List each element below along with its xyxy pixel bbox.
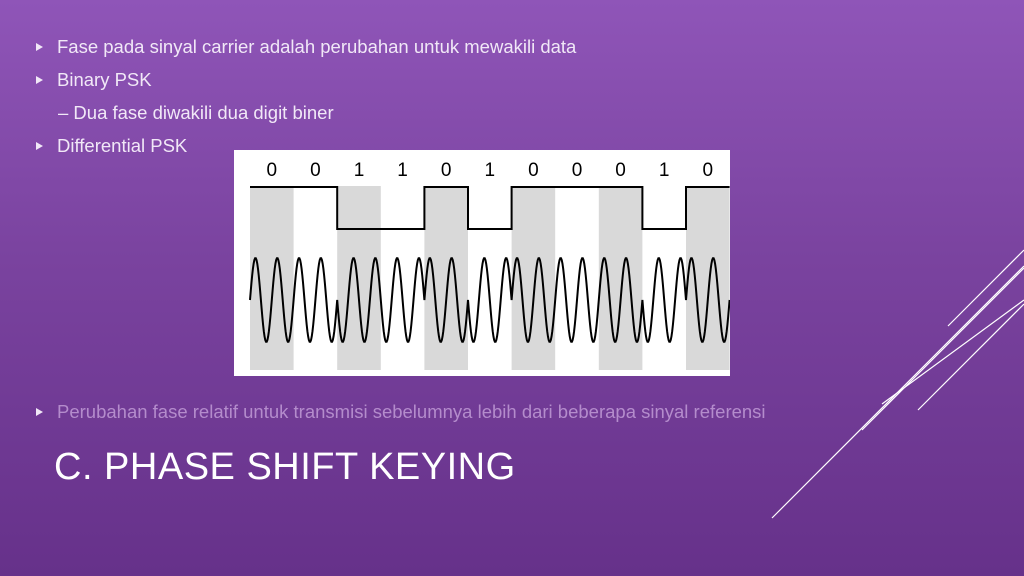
- bullet-arrow-icon: [36, 142, 43, 150]
- bullet-text: – Dua fase diwakili dua digit biner: [58, 102, 334, 123]
- bullet-text: Perubahan fase relatif untuk transmisi s…: [57, 401, 766, 422]
- bullet-arrow-icon: [36, 76, 43, 84]
- psk-figure: 0 0 1 1 0 1 0 0 0 1 0: [234, 150, 730, 376]
- bullet-item: Binary PSK: [36, 69, 152, 91]
- psk-waveform-diagram: 0 0 1 1 0 1 0 0 0 1 0: [249, 160, 730, 370]
- sub-bullet-item: – Dua fase diwakili dua digit biner: [58, 102, 334, 124]
- bit-label: 0: [528, 160, 539, 181]
- digital-signal: [250, 186, 730, 230]
- bit-label: 1: [659, 160, 670, 181]
- bit-label: 0: [267, 160, 278, 181]
- bit-label: 1: [397, 160, 408, 181]
- decor-line: [861, 267, 1024, 431]
- psk-carrier-wave: [249, 257, 730, 343]
- bit-label: 0: [310, 160, 321, 181]
- bullet-item: Perubahan fase relatif untuk transmisi s…: [36, 401, 766, 423]
- bullet-text: Fase pada sinyal carrier adalah perubaha…: [57, 36, 577, 57]
- bit-label: 0: [441, 160, 452, 181]
- bit-label: 0: [615, 160, 626, 181]
- bullet-text: Differential PSK: [57, 135, 188, 156]
- decor-line: [947, 249, 1024, 327]
- decor-line: [917, 303, 1024, 411]
- decor-line: [881, 299, 1024, 405]
- bullet-text: Binary PSK: [57, 69, 152, 90]
- bit-label: 0: [703, 160, 714, 181]
- bit-label: 1: [354, 160, 365, 181]
- slide-title: C. PHASE SHIFT KEYING: [54, 446, 516, 488]
- bit-label: 1: [485, 160, 496, 181]
- bit-label: 0: [572, 160, 583, 181]
- bullet-arrow-icon: [36, 43, 43, 51]
- bullet-item: Differential PSK: [36, 135, 187, 157]
- decor-line: [771, 265, 1024, 519]
- bullet-item: Fase pada sinyal carrier adalah perubaha…: [36, 36, 576, 58]
- bullet-arrow-icon: [36, 408, 43, 416]
